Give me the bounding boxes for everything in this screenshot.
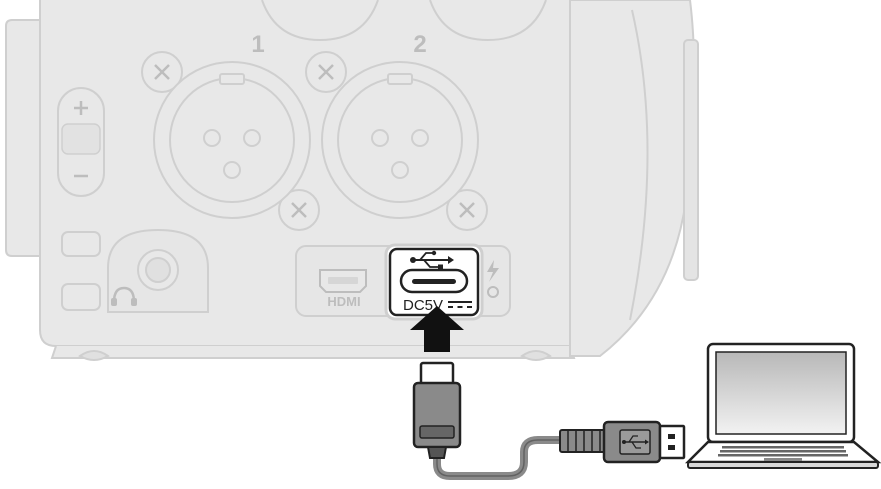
usb-c-plug-grip xyxy=(419,425,455,439)
usb-icon xyxy=(410,250,454,270)
arrow-up-icon xyxy=(410,306,464,352)
recorder-device: 1 2 HDMI xyxy=(5,0,699,361)
input-2-label: 2 xyxy=(413,31,426,58)
device-side-tab xyxy=(5,19,41,257)
screw-icon xyxy=(291,202,307,218)
xlr-input-1 xyxy=(141,51,320,231)
volume-rocker-divider xyxy=(61,123,101,155)
usb-c-plug-tip xyxy=(419,361,455,387)
device-grip xyxy=(683,39,699,281)
laptop-icon xyxy=(684,342,881,469)
device-foot-right xyxy=(520,350,552,361)
small-button-bottom xyxy=(61,283,101,311)
dc-symbol-icon xyxy=(448,301,472,308)
laptop-display xyxy=(715,351,847,435)
plus-icon xyxy=(74,101,88,115)
top-knob-1 xyxy=(261,0,379,42)
usb-a-plug-tip xyxy=(658,424,686,460)
usb-cable xyxy=(412,361,686,480)
hdmi-label: HDMI xyxy=(327,294,360,309)
device-foot-left xyxy=(78,350,110,361)
usb-c-tongue xyxy=(412,279,456,284)
usb-c-strain-relief xyxy=(426,446,448,459)
device-right-body xyxy=(569,0,696,357)
small-button-top xyxy=(61,231,101,257)
headphone-jack-inner xyxy=(145,257,171,283)
screw-icon xyxy=(154,64,170,80)
top-knob-2 xyxy=(429,0,547,42)
device-bottom-strip xyxy=(50,345,576,359)
usb-icon xyxy=(619,429,651,455)
hdmi-port xyxy=(319,269,367,293)
laptop-trackpad xyxy=(764,458,802,461)
input-1-label: 1 xyxy=(251,31,264,58)
lightning-icon xyxy=(487,260,499,282)
xlr-input-2 xyxy=(305,51,488,231)
headphone-icon xyxy=(111,286,137,306)
power-led xyxy=(487,286,499,298)
laptop-keyboard xyxy=(718,446,848,457)
laptop-base-edge xyxy=(687,461,879,469)
screw-icon xyxy=(318,64,334,80)
usb-a-contact xyxy=(668,445,675,450)
device-body-curve xyxy=(629,9,649,321)
screw-icon xyxy=(459,202,475,218)
usb-a-strain-relief xyxy=(559,429,607,453)
usb-c-port-highlight: DC5V xyxy=(384,243,484,321)
usb-a-contact xyxy=(668,434,675,439)
